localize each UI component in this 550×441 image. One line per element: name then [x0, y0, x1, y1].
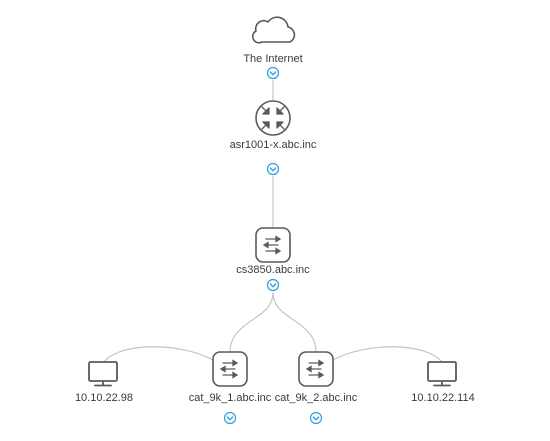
- node-router[interactable]: asr1001-x.abc.inc: [230, 100, 317, 176]
- node-access-switch-2[interactable]: cat_9k_2.abc.inc: [275, 351, 358, 425]
- node-host-2[interactable]: 10.10.22.114: [411, 361, 475, 404]
- node-host-1[interactable]: 10.10.22.98: [75, 361, 133, 404]
- node-label-access-switch-1: cat_9k_1.abc.inc: [189, 392, 272, 404]
- switch-icon: [255, 227, 291, 263]
- node-label-host-2: 10.10.22.114: [411, 392, 474, 404]
- node-label-access-switch-2: cat_9k_2.abc.inc: [275, 392, 358, 404]
- node-label-router: asr1001-x.abc.inc: [230, 139, 317, 151]
- node-label-core-switch: cs3850.abc.inc: [236, 264, 310, 276]
- cloud-icon: [251, 16, 296, 44]
- monitor-icon: [88, 361, 118, 387]
- node-internet[interactable]: The Internet: [243, 16, 303, 80]
- switch-icon: [298, 351, 334, 387]
- node-access-switch-1[interactable]: cat_9k_1.abc.inc: [189, 351, 272, 425]
- node-label-internet: The Internet: [243, 53, 302, 65]
- switch-icon: [212, 351, 248, 387]
- node-label-host-1: 10.10.22.98: [75, 392, 133, 404]
- topology-links: [103, 80, 443, 363]
- expand-chevron-icon[interactable]: [266, 278, 280, 292]
- expand-chevron-icon[interactable]: [223, 411, 237, 425]
- monitor-icon: [427, 361, 457, 387]
- router-icon: [255, 100, 291, 136]
- link-access-switch-1-host-1: [103, 346, 214, 363]
- node-core-switch[interactable]: cs3850.abc.inc: [236, 227, 310, 292]
- expand-chevron-icon[interactable]: [309, 411, 323, 425]
- link-core-switch-access-switch-2: [272, 292, 317, 353]
- link-core-switch-access-switch-1: [229, 292, 274, 353]
- expand-chevron-icon[interactable]: [266, 66, 280, 80]
- expand-chevron-icon[interactable]: [266, 162, 280, 176]
- link-access-switch-2-host-2: [332, 346, 443, 363]
